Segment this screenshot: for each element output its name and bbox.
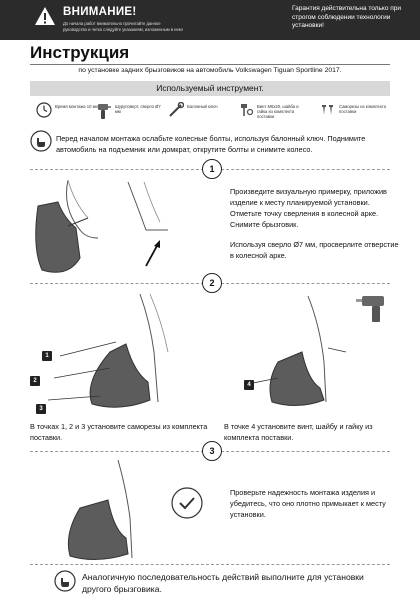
- drill-icon: [356, 296, 384, 322]
- step3-illustration: [67, 459, 133, 560]
- step2-text-right: В точке 4 установите винт, шайбу и гайку…: [224, 422, 373, 442]
- step-number: 1: [202, 159, 222, 179]
- warning-subtitle: До начала работ внимательно прочитайте д…: [63, 21, 183, 32]
- step2-left-illustration: [47, 293, 169, 408]
- tool-label: Время монтажа 10 минут: [55, 104, 105, 109]
- step-number: 3: [202, 441, 222, 461]
- screws-icon: [322, 105, 333, 115]
- point-label-1: 1: [42, 351, 52, 361]
- bolt-icon: [241, 104, 254, 116]
- page-title: Инструкция: [30, 43, 130, 62]
- step1-text-a: Произведите визуальную примерку, приложи…: [230, 187, 387, 229]
- footer-text: Аналогичную последовательность действий …: [82, 572, 364, 594]
- tools-list: Время монтажа 10 минут Шуруповерт, сверл…: [30, 100, 390, 124]
- page-subtitle: по установке задних брызговиков на автом…: [78, 67, 342, 74]
- wheel-wrench-icon: [169, 102, 184, 117]
- step-number: 2: [202, 273, 222, 293]
- warning-icon: [35, 7, 55, 25]
- tool-label: Винт M6x20, шайба и гайка из комплекта п…: [257, 104, 299, 120]
- step1-illustration: [35, 179, 168, 273]
- screwdriver-icon: [98, 104, 111, 119]
- check-icon: [171, 487, 203, 519]
- step2-right-illustration: [247, 295, 384, 406]
- point-label-2: 2: [30, 376, 40, 386]
- intro-text: Перед началом монтажа ослабьте колесные …: [56, 134, 366, 154]
- warning-title: ВНИМАНИЕ!: [63, 6, 137, 18]
- hand-pointer-icon: [30, 130, 52, 152]
- step2-text-left: В точках 1, 2 и 3 установите саморезы из…: [30, 422, 208, 442]
- title-divider: [30, 64, 390, 65]
- warning-header: ВНИМАНИЕ! До начала работ внимательно пр…: [0, 0, 420, 40]
- tool-label: Шуруповерт, сверло Ø7 мм: [115, 104, 161, 115]
- clock-icon: [36, 102, 52, 118]
- hand-pointer-icon: [54, 570, 76, 592]
- step1-text-b: Используя сверло Ø7 мм, просверлите отве…: [230, 240, 399, 260]
- guarantee-note: Гарантия действительна только при строго…: [292, 5, 402, 29]
- tool-label: Саморезы из комплекта поставки: [339, 104, 386, 115]
- point-label-4: 4: [244, 380, 254, 390]
- step3-text: Проверьте надежность монтажа изделия и у…: [230, 488, 386, 519]
- tool-label: Балонный ключ: [187, 104, 218, 109]
- tools-heading: Используемый инструмент.: [30, 81, 390, 96]
- footer-divider: [30, 564, 390, 566]
- point-label-3: 3: [36, 404, 46, 414]
